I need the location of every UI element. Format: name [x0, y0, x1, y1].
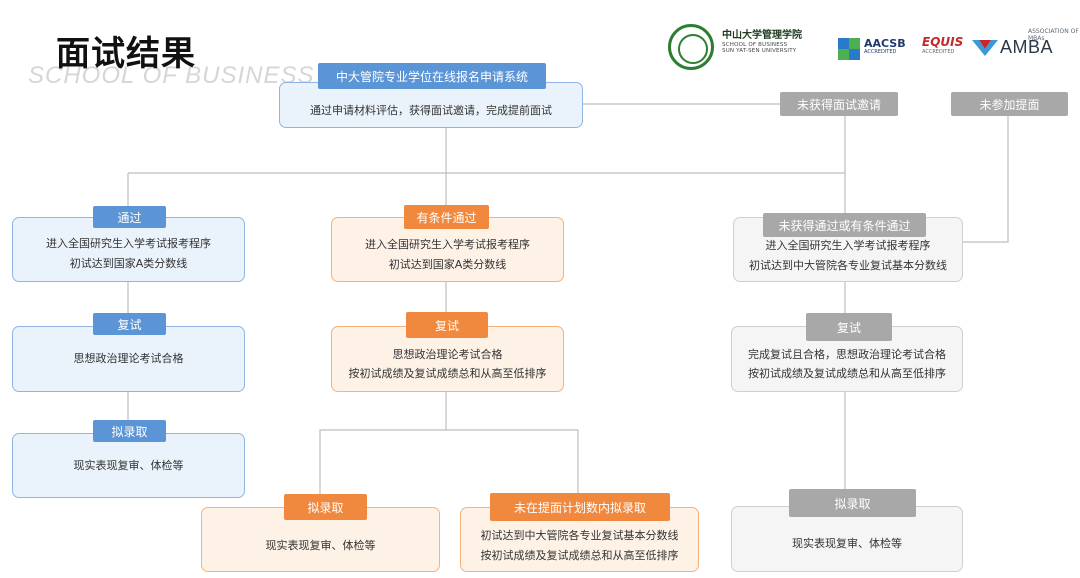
- left-pass-tag: 通过: [93, 206, 166, 228]
- not-attended-tag: 未参加提面: [951, 92, 1068, 116]
- system-box-text: 通过申请材料评估，获得面试邀请，完成提前面试: [310, 104, 552, 118]
- middle-admit-text: 现实表现复审、体检等: [265, 538, 376, 552]
- middle-outplan-text: 初试达到中大管院各专业复试基本分数线 按初试成绩及复试成绩总和从高至低排序: [480, 529, 679, 562]
- page-title: 面试结果: [56, 34, 196, 74]
- left-retest-tag: 复试: [93, 313, 166, 335]
- not-invited-tag: 未获得面试邀请: [780, 92, 898, 116]
- sysu-name-cn: 中山大学管理学院: [722, 30, 802, 41]
- right-fail-tag: 未获得通过或有条件通过: [763, 213, 926, 237]
- right-fail-text: 进入全国研究生入学考试报考程序 初试达到中大管院各专业复试基本分数线: [749, 239, 947, 272]
- middle-outplan-tag: 未在提面计划数内拟录取: [490, 493, 670, 521]
- sysu-name-en-2: SUN YAT-SEN UNIVERSITY: [722, 47, 797, 54]
- right-retest-text: 完成复试且合格，思想政治理论考试合格 按初试成绩及复试成绩总和从高至低排序: [748, 347, 946, 380]
- right-admit-text: 现实表现复审、体检等: [792, 537, 902, 551]
- middle-admit-tag: 拟录取: [284, 494, 367, 520]
- sysu-seal-icon: [668, 24, 714, 70]
- right-admit-box: 现实表现复审、体检等: [731, 506, 963, 572]
- amba-association-text: ASSOCIATION OF MBAs: [1028, 28, 1079, 42]
- middle-cond-tag: 有条件通过: [404, 205, 489, 229]
- connector-not-attended: [963, 116, 1009, 243]
- aacsb-logo: AACSB ACCREDITED: [864, 38, 906, 55]
- middle-cond-text: 进入全国研究生入学考试报考程序 初试达到国家A类分数线: [365, 238, 530, 271]
- sysu-logo-text: 中山大学管理学院 SCHOOL OF BUSINESS SUN YAT-SEN …: [722, 30, 802, 54]
- left-admit-box: 现实表现复审、体检等: [12, 433, 245, 498]
- aacsb-mark-icon: [838, 38, 860, 60]
- right-retest-tag: 复试: [806, 313, 892, 341]
- logo-bar: 中山大学管理学院 SCHOOL OF BUSINESS SUN YAT-SEN …: [0, 24, 1080, 72]
- system-tag: 中大管院专业学位在线报名申请系统: [318, 63, 546, 89]
- left-admit-text: 现实表现复审、体检等: [73, 458, 184, 472]
- aacsb-sub: ACCREDITED: [864, 49, 897, 55]
- amba-mark-icon: [972, 40, 998, 56]
- left-retest-text: 思想政治理论考试合格: [73, 352, 184, 366]
- system-box: 通过申请材料评估，获得面试邀请，完成提前面试: [279, 82, 583, 128]
- left-pass-text: 进入全国研究生入学考试报考程序 初试达到国家A类分数线: [46, 237, 211, 270]
- equis-sub: ACCREDITED: [922, 49, 955, 55]
- equis-name: EQUIS: [922, 35, 964, 49]
- amba-logo: AMBA: [1000, 38, 1053, 56]
- left-admit-tag: 拟录取: [93, 420, 166, 442]
- sysu-name-en-1: SCHOOL OF BUSINESS: [722, 41, 788, 48]
- amba-name: AMBA: [1000, 37, 1054, 57]
- middle-retest-tag: 复试: [406, 312, 488, 338]
- right-admit-tag: 拟录取: [789, 489, 916, 517]
- middle-retest-text: 思想政治理论考试合格 按初试成绩及复试成绩总和从高至低排序: [348, 347, 547, 380]
- aacsb-name: AACSB: [864, 37, 906, 50]
- left-retest-box: 思想政治理论考试合格: [12, 326, 245, 392]
- connector-mid-split: [319, 392, 579, 507]
- equis-logo: EQUIS ACCREDITED: [922, 36, 963, 55]
